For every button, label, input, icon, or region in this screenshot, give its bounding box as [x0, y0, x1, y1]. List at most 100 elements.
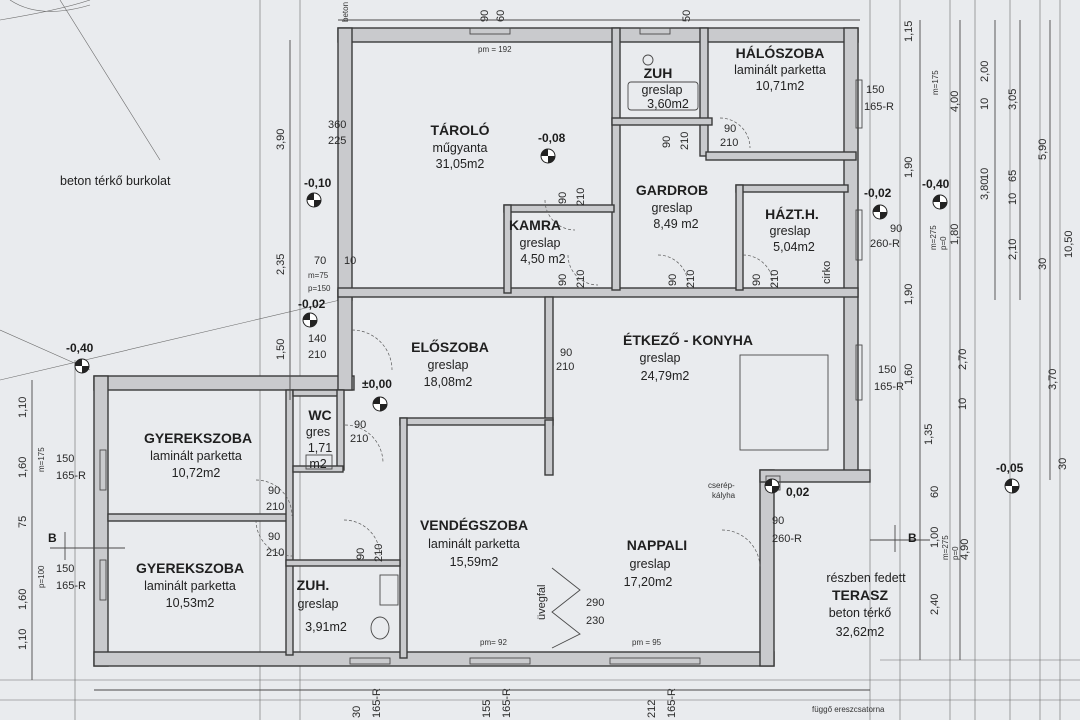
level-texts: -0,08 -0,10 -0,02 -0,40 ±0,00 -0,02 -0,4… [66, 131, 1024, 499]
level-value: -0,08 [538, 131, 566, 145]
level-marker-fill [1005, 479, 1019, 493]
level-marker-fill [303, 313, 317, 327]
room-name: ZUH. [297, 577, 330, 593]
room-floor: greslap [642, 83, 683, 97]
dim: 165-R [56, 470, 86, 482]
dimension-lines [31, 19, 1051, 691]
dim: 90 [751, 274, 763, 286]
room-floor: greslap [298, 597, 339, 611]
room-eloszoba: ELŐSZOBA greslap 18,08m2 [411, 338, 489, 389]
dim: 1,10 [17, 397, 29, 418]
dim: 90 [661, 136, 673, 148]
dim: 50 [681, 10, 693, 22]
dim: m=275 [941, 535, 950, 560]
dim: 90 [268, 531, 280, 543]
room-gyerek1: GYEREKSZOBA laminált parketta 10,72m2 [144, 430, 252, 480]
room-floor: greslap [640, 351, 681, 365]
dim: 165-R [501, 688, 513, 718]
dim: p=0 [939, 236, 948, 250]
windows [99, 27, 863, 665]
dim: 150 [878, 364, 896, 376]
section-marker-left: B [48, 531, 57, 545]
level-value: -0,02 [864, 186, 892, 200]
dim: 1,90 [903, 284, 915, 305]
room-area: 4,50 m2 [520, 252, 565, 266]
level-marker-fill [373, 397, 387, 411]
room-nappali: NAPPALI greslap 17,20m2 [624, 537, 688, 589]
dim: 10 [979, 98, 991, 110]
dim: 90 [890, 223, 902, 235]
room-floor: laminált parketta [144, 579, 236, 593]
room-floor: laminált parketta [428, 537, 520, 551]
level-marker-fill [541, 149, 555, 163]
room-floor: műgyanta [433, 141, 488, 155]
dim: 140 [308, 333, 326, 345]
room-area: 8,49 m2 [653, 217, 698, 231]
dim: 2,00 [979, 61, 991, 82]
room-name: NAPPALI [627, 537, 687, 553]
dim: 165-R [56, 580, 86, 592]
room-area: 10,53m2 [166, 596, 215, 610]
section-marker-right: B [908, 531, 917, 545]
level-value: -0,40 [922, 177, 950, 191]
level-value: -0,10 [304, 176, 332, 190]
dim: 2,70 [957, 349, 969, 370]
misc-labels: beton térkő burkolat üvegfal cserép- kál… [60, 174, 885, 714]
dim: 230 [586, 615, 604, 627]
room-area: 17,20m2 [624, 575, 673, 589]
dim: 165-R [874, 381, 904, 393]
dim: 3,05 [1007, 89, 1019, 110]
dim: m=75 [308, 271, 329, 280]
room-area: 24,79m2 [641, 369, 690, 383]
dim: 1,50 [275, 339, 287, 360]
dim: 210 [350, 433, 368, 445]
room-kamra: KAMRA greslap 4,50 m2 [509, 217, 566, 266]
dim: 1,60 [903, 364, 915, 385]
room-name: TÁROLÓ [430, 121, 489, 138]
room-name: ÉTKEZŐ - KONYHA [623, 331, 753, 348]
terrace-surface-label: beton térkő burkolat [60, 174, 171, 188]
dim: 10 [344, 255, 356, 267]
room-floor: greslap [428, 358, 469, 372]
dim: 90 [557, 274, 569, 286]
dim: 4,00 [949, 91, 961, 112]
room-name: ZUH [644, 65, 673, 81]
dim: 165-R [666, 688, 678, 718]
dim: 210 [308, 349, 326, 361]
glass-wall-label: üvegfal [536, 585, 548, 620]
dim: 10 [1007, 193, 1019, 205]
dim: 70 [314, 255, 326, 267]
level-marker-fill [75, 359, 89, 373]
level-marker-fill [933, 195, 947, 209]
dim: 10,50 [1063, 230, 1075, 258]
dim: 10 [957, 398, 969, 410]
dim: 260-R [870, 238, 900, 250]
glass-wall-symbol [551, 567, 581, 649]
dim: p=0 [951, 546, 960, 560]
dim: 210 [266, 501, 284, 513]
dim: 65 [1007, 170, 1019, 182]
room-area: 18,08m2 [424, 375, 473, 389]
dim: 90 [479, 10, 491, 22]
room-floor: greslap [770, 224, 811, 238]
room-area: 3,91m2 [305, 620, 347, 634]
room-etkezo: ÉTKEZŐ - KONYHA greslap 24,79m2 [623, 331, 753, 383]
dim: 2,10 [1007, 239, 1019, 260]
dim: m=175 [37, 447, 46, 472]
room-floor: greslap [652, 201, 693, 215]
dim: 225 [328, 135, 346, 147]
dim: beton [341, 2, 350, 22]
dim: 90 [724, 123, 736, 135]
room-floor: gres [306, 425, 330, 439]
dim: 90 [268, 485, 280, 497]
dim: p=100 [37, 565, 46, 588]
dim: 165-R [864, 101, 894, 113]
dim: 60 [495, 10, 507, 22]
room-area: 10,71m2 [756, 79, 805, 93]
dim: 4,90 [959, 539, 971, 560]
room-name: GARDROB [636, 182, 708, 198]
dim: 1,00 [929, 527, 941, 548]
room-name: VENDÉGSZOBA [420, 517, 528, 533]
dim: 360 [328, 119, 346, 131]
